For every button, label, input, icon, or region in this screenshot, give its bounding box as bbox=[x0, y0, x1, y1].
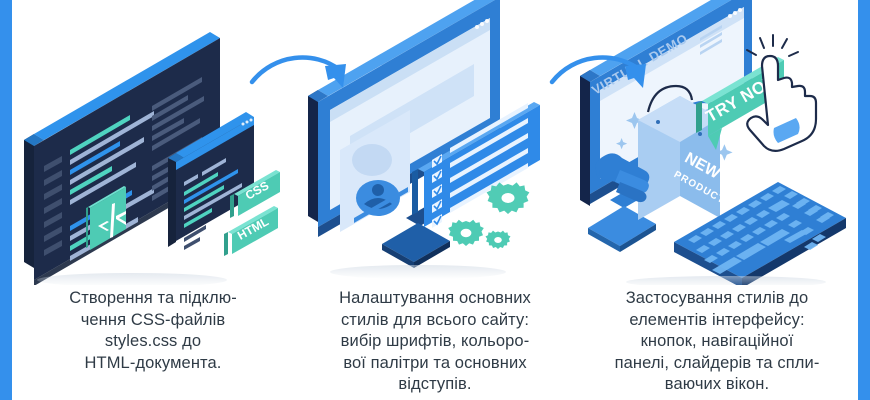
keyboard-keys bbox=[688, 186, 834, 274]
reaching-hand bbox=[595, 153, 650, 203]
checklist-row bbox=[432, 103, 528, 168]
gears-group bbox=[448, 182, 530, 249]
window-dots-icon bbox=[728, 8, 742, 18]
pointer-hand-icon bbox=[746, 34, 818, 153]
checklist-row bbox=[432, 148, 528, 213]
keyboard bbox=[674, 182, 846, 285]
left-accent-bar bbox=[0, 0, 12, 400]
code-badge bbox=[86, 186, 126, 250]
click-rays bbox=[746, 34, 799, 57]
step-2: Налаштування основних стилів для всього … bbox=[294, 0, 576, 400]
step-1-caption: Створення та підклю- чення CSS-файлів st… bbox=[69, 289, 237, 372]
css-tag: CSS bbox=[230, 170, 280, 218]
right-accent-bar bbox=[858, 0, 870, 400]
monitor-settings-illustration bbox=[294, 0, 576, 285]
window-dots-icon bbox=[475, 19, 489, 29]
gear-small bbox=[485, 230, 511, 249]
shopping-bag: NEW PRODUCT bbox=[638, 84, 727, 220]
screen-content bbox=[330, 18, 490, 232]
step-1: CSS HTML Створення та підклю- чення CSS-… bbox=[12, 0, 294, 400]
secondary-window bbox=[168, 112, 254, 250]
hamburger-icon bbox=[700, 25, 722, 55]
step-3: VIRTUAL DEMO bbox=[576, 0, 858, 400]
checklist-row bbox=[432, 133, 528, 198]
ui-elements-illustration: VIRTUAL DEMO bbox=[576, 0, 858, 285]
checklist-row bbox=[432, 163, 528, 228]
step-2-caption: Налаштування основних стилів для всього … bbox=[339, 289, 531, 393]
code-editor-illustration: CSS HTML bbox=[12, 0, 294, 285]
checklist-panel bbox=[412, 102, 540, 228]
step-3-caption: Застосування стилів до елементів інтерфе… bbox=[614, 289, 820, 393]
window-dots-icon bbox=[241, 118, 253, 126]
steps-row: CSS HTML Створення та підклю- чення CSS-… bbox=[12, 0, 858, 400]
editor-window bbox=[24, 32, 220, 285]
checklist-row bbox=[432, 118, 528, 183]
gear-medium bbox=[448, 219, 484, 246]
gear-large bbox=[486, 182, 530, 214]
